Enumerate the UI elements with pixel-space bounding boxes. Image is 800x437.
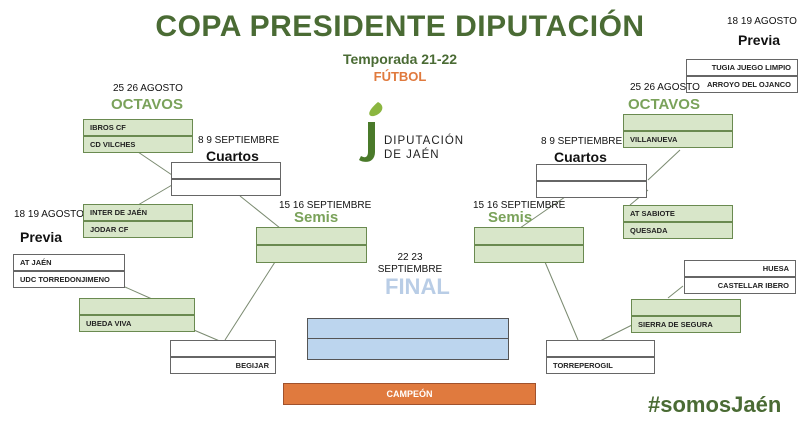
- right-cuartos-date: 8 9 SEPTIEMBRE: [541, 136, 623, 147]
- final-label: FINAL: [385, 274, 450, 299]
- diputacion-leaf-icon: [359, 102, 383, 162]
- left-octavos-a-team-1: IBROS CF: [83, 119, 193, 136]
- left-cuartos-label: Cuartos: [206, 148, 259, 164]
- right-previa-top-team-1: TUGIA JUEGO LIMPIO: [686, 59, 798, 76]
- final-slot-2: [307, 338, 509, 360]
- right-bottom-slot: [546, 340, 655, 357]
- champion-box: CAMPEÓN: [283, 383, 536, 405]
- right-previa-date: 18 19 AGOSTO: [727, 16, 797, 27]
- left-octavos-label: OCTAVOS: [111, 96, 183, 113]
- page-title: COPA PRESIDENTE DIPUTACIÓN: [155, 10, 645, 43]
- left-bottom-team: BEGIJAR: [170, 357, 276, 374]
- right-previa-label: Previa: [738, 32, 781, 48]
- right-octavos-a-slot: [623, 114, 733, 131]
- left-previa-winner-team: UBEDA VIVA: [79, 315, 195, 332]
- right-cuartos-slot-1: [536, 164, 647, 181]
- right-cuartos-slot-2: [536, 181, 647, 198]
- left-semis-date: 15 16 SEPTIEMBRE: [279, 200, 372, 211]
- left-octavos-date: 25 26 AGOSTO: [113, 83, 183, 94]
- right-semis-slot-1: [474, 227, 584, 245]
- right-octavos-b-team-1: AT SABIOTE: [623, 205, 733, 222]
- right-octavos-label: OCTAVOS: [628, 96, 700, 113]
- left-octavos-b-team-2: JODAR CF: [83, 221, 193, 238]
- right-previa-bottom-team-2: CASTELLAR IBERO: [684, 277, 796, 294]
- right-cuartos-label: Cuartos: [554, 149, 607, 165]
- left-previa-winner-slot: [79, 298, 195, 315]
- right-octavos-date: 25 26 AGOSTO: [630, 82, 700, 93]
- diputacion-logo: DIPUTACIÓN DE JAÉN: [356, 100, 476, 170]
- right-octavos-b-team-2: QUESADA: [623, 222, 733, 239]
- left-cuartos-slot-2: [171, 179, 281, 196]
- left-octavos-a-team-2: CD VILCHES: [83, 136, 193, 153]
- right-semis-label: Semis: [488, 209, 533, 226]
- right-previa-top-team-2: ARROYO DEL OJANCO: [686, 76, 798, 93]
- final-date: 22 23 SEPTIEMBRE: [377, 252, 443, 275]
- season-label: Temporada 21-22: [342, 51, 458, 67]
- right-previa-bottom-winner: SIERRA DE SEGURA: [631, 316, 741, 333]
- hashtag: #somosJaén: [648, 392, 782, 417]
- left-previa-team-1: AT JAÉN: [13, 254, 125, 271]
- right-previa-bottom-slot: [631, 299, 741, 316]
- right-octavos-a-team-1: VILLANUEVA: [623, 131, 733, 148]
- left-semis-slot-2: [256, 245, 367, 263]
- left-previa-date: 18 19 AGOSTO: [14, 209, 84, 220]
- left-cuartos-slot-1: [171, 162, 281, 179]
- sport-label: FÚTBOL: [373, 69, 427, 84]
- right-semis-slot-2: [474, 245, 584, 263]
- left-previa-label: Previa: [20, 229, 63, 245]
- left-bottom-slot: [170, 340, 276, 357]
- left-semis-label: Semis: [294, 209, 339, 226]
- logo-line-2: DE JAÉN: [384, 149, 440, 161]
- right-previa-bottom-team-1: HUESA: [684, 260, 796, 277]
- final-slot-1: [307, 318, 509, 340]
- left-semis-slot-1: [256, 227, 367, 245]
- logo-line-1: DIPUTACIÓN: [384, 135, 465, 147]
- right-semis-date: 15 16 SEPTIEMBRE: [473, 200, 566, 211]
- left-previa-team-2: UDC TORREDONJIMENO: [13, 271, 125, 288]
- left-cuartos-date: 8 9 SEPTIEMBRE: [198, 135, 280, 146]
- left-octavos-b-team-1: INTER DE JAÉN: [83, 204, 193, 221]
- right-bottom-team: TORREPEROGIL: [546, 357, 655, 374]
